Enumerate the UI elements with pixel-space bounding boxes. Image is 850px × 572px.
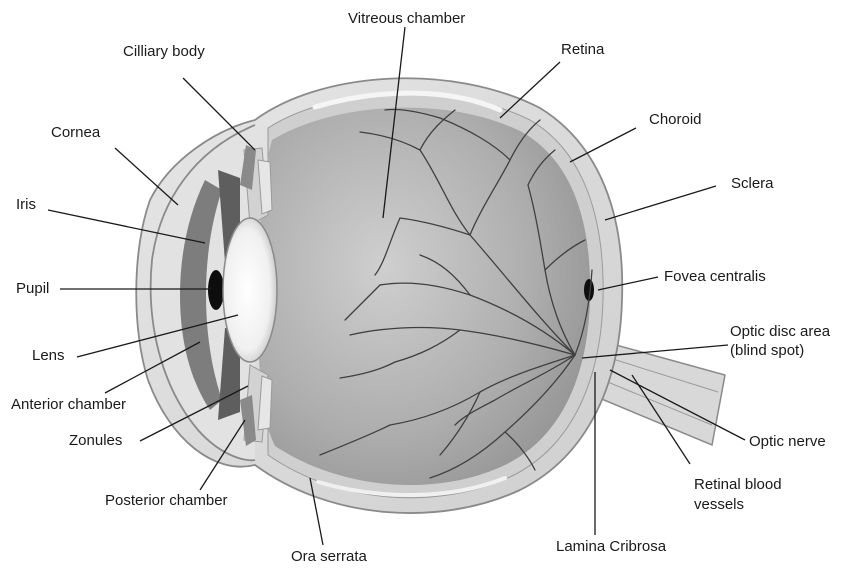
- label-optic-nerve: Optic nerve: [749, 433, 826, 451]
- label-fovea-centralis: Fovea centralis: [664, 268, 766, 286]
- label-zonules: Zonules: [69, 432, 122, 450]
- label-lamina-cribrosa: Lamina Cribrosa: [556, 538, 666, 556]
- label-sclera: Sclera: [731, 175, 774, 193]
- label-anterior-chamber: Anterior chamber: [11, 396, 126, 414]
- label-optic-disc-area: Optic disc area: [730, 323, 830, 341]
- label-retina: Retina: [561, 41, 604, 59]
- label-ora-serrata: Ora serrata: [291, 548, 367, 566]
- label-ciliary-body: Cilliary body: [123, 43, 205, 61]
- label-choroid: Choroid: [649, 111, 702, 129]
- label-vessels: vessels: [694, 496, 744, 514]
- label-retinal-blood: Retinal blood: [694, 476, 782, 494]
- label-lens: Lens: [32, 347, 65, 365]
- label-pupil: Pupil: [16, 280, 49, 298]
- label-vitreous-chamber: Vitreous chamber: [348, 10, 465, 28]
- label-posterior-chamber: Posterior chamber: [105, 492, 228, 510]
- label-cornea: Cornea: [51, 124, 100, 142]
- lens-shape: [223, 218, 277, 362]
- label-iris: Iris: [16, 196, 36, 214]
- pupil-shape: [208, 270, 224, 310]
- label-blind-spot: (blind spot): [730, 342, 804, 360]
